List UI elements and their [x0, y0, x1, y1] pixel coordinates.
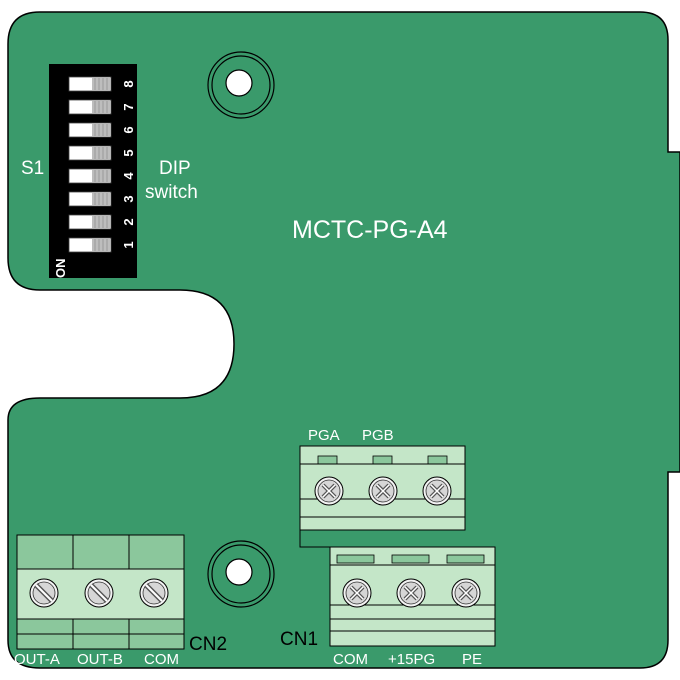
cn2-screw-1: [29, 578, 59, 608]
cn1-pin-label-pga: PGA: [308, 427, 340, 444]
dip-slot-1: [68, 237, 112, 253]
dip-slot-2: [68, 214, 112, 230]
cn1-lower-tabs: [336, 554, 485, 564]
cn1-lower-screw-1: [342, 578, 372, 608]
dip-slot-7: [68, 99, 112, 115]
cn1-lower-tab: [336, 554, 375, 564]
dip-switch-numbers: 1 2 3 4 5 6 7 8: [121, 80, 136, 248]
dip-position-2: 2: [121, 218, 136, 225]
cn1-upper-tab: [427, 455, 448, 465]
cn1-label: CN1: [280, 629, 318, 650]
cn2-label: CN2: [189, 634, 227, 655]
board-model-label: MCTC-PG-A4: [292, 216, 448, 244]
cn1-lower-screw-2: [396, 578, 426, 608]
dip-slot-4: [68, 168, 112, 184]
dip-switch: 1 2 3 4 5 6 7 8 ON: [49, 64, 137, 278]
cn1-pin-label-com: COM: [333, 651, 368, 668]
dip-label-line2: switch: [145, 182, 198, 203]
cn1-lower-tab: [391, 554, 430, 564]
dip-position-4: 4: [121, 172, 136, 180]
dip-position-6: 6: [121, 126, 136, 133]
dip-slot-5: [68, 145, 112, 161]
s1-label: S1: [21, 158, 44, 179]
cn1-lower-tab: [446, 554, 485, 564]
cn1-upper-terminal-block: [299, 445, 466, 548]
dip-label-line1: DIP: [159, 158, 191, 179]
cn1-upper-screw-3: [422, 476, 452, 506]
cn1-pin-label-15pg: +15PG: [388, 651, 435, 668]
pcb-board: [7, 11, 680, 669]
dip-switch-slots: [68, 76, 112, 253]
cn1-pin-label-pgb: PGB: [362, 427, 394, 444]
dip-position-1: 1: [121, 241, 136, 248]
cn1-upper-tab: [317, 455, 338, 465]
dip-position-7: 7: [121, 103, 136, 110]
dip-slot-8: [68, 76, 112, 92]
dip-position-5: 5: [121, 149, 136, 156]
dip-slot-3: [68, 191, 112, 207]
dip-on-label: ON: [53, 259, 68, 279]
cn2-pin-label-out-a: OUT-A: [14, 651, 60, 668]
cn1-lower-screw-3: [451, 578, 481, 608]
cn1-upper-tab: [372, 455, 393, 465]
cn1-lower-terminal-block: [329, 546, 496, 647]
mounting-hole-bottom: [207, 540, 275, 608]
cn2-terminal-block: [16, 534, 185, 650]
cn1-upper-tabs: [317, 455, 448, 465]
cn2-screw-2: [84, 578, 114, 608]
mounting-hole-top: [207, 51, 275, 119]
cn1-pin-label-pe: PE: [462, 651, 482, 668]
dip-position-8: 8: [121, 80, 136, 87]
cn2-screw-3: [139, 578, 169, 608]
cn2-pin-label-com: COM: [144, 651, 179, 668]
cn1-upper-screw-2: [368, 476, 398, 506]
cn1-upper-screw-1: [314, 476, 344, 506]
dip-position-3: 3: [121, 195, 136, 202]
cn2-pin-label-out-b: OUT-B: [77, 651, 123, 668]
dip-slot-6: [68, 122, 112, 138]
